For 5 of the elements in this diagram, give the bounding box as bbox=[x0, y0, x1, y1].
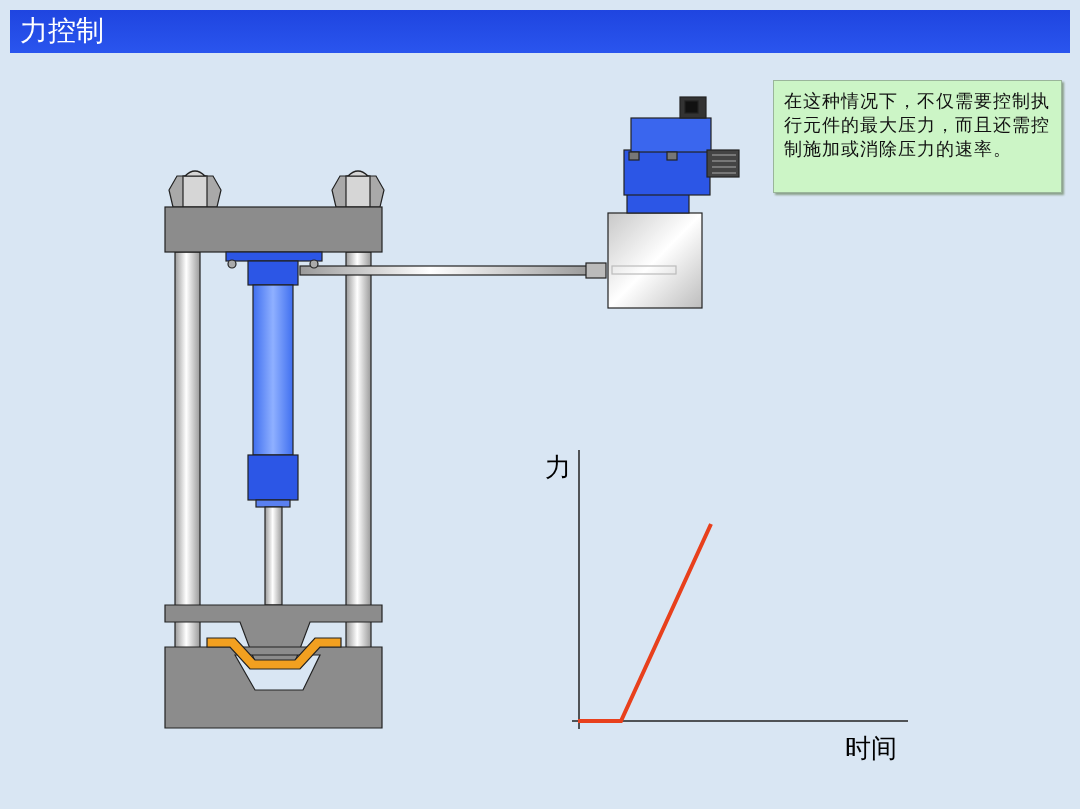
slide-title: 力控制 bbox=[20, 14, 104, 48]
axis-label: 时间 bbox=[845, 733, 897, 763]
note-text: 在这种情况下，不仅需要控制执行元件的最大压力，而且还需控制施加或消除压力的速率。 bbox=[784, 89, 1051, 161]
note-box bbox=[773, 80, 1062, 193]
axis-label: 力 bbox=[545, 452, 571, 482]
